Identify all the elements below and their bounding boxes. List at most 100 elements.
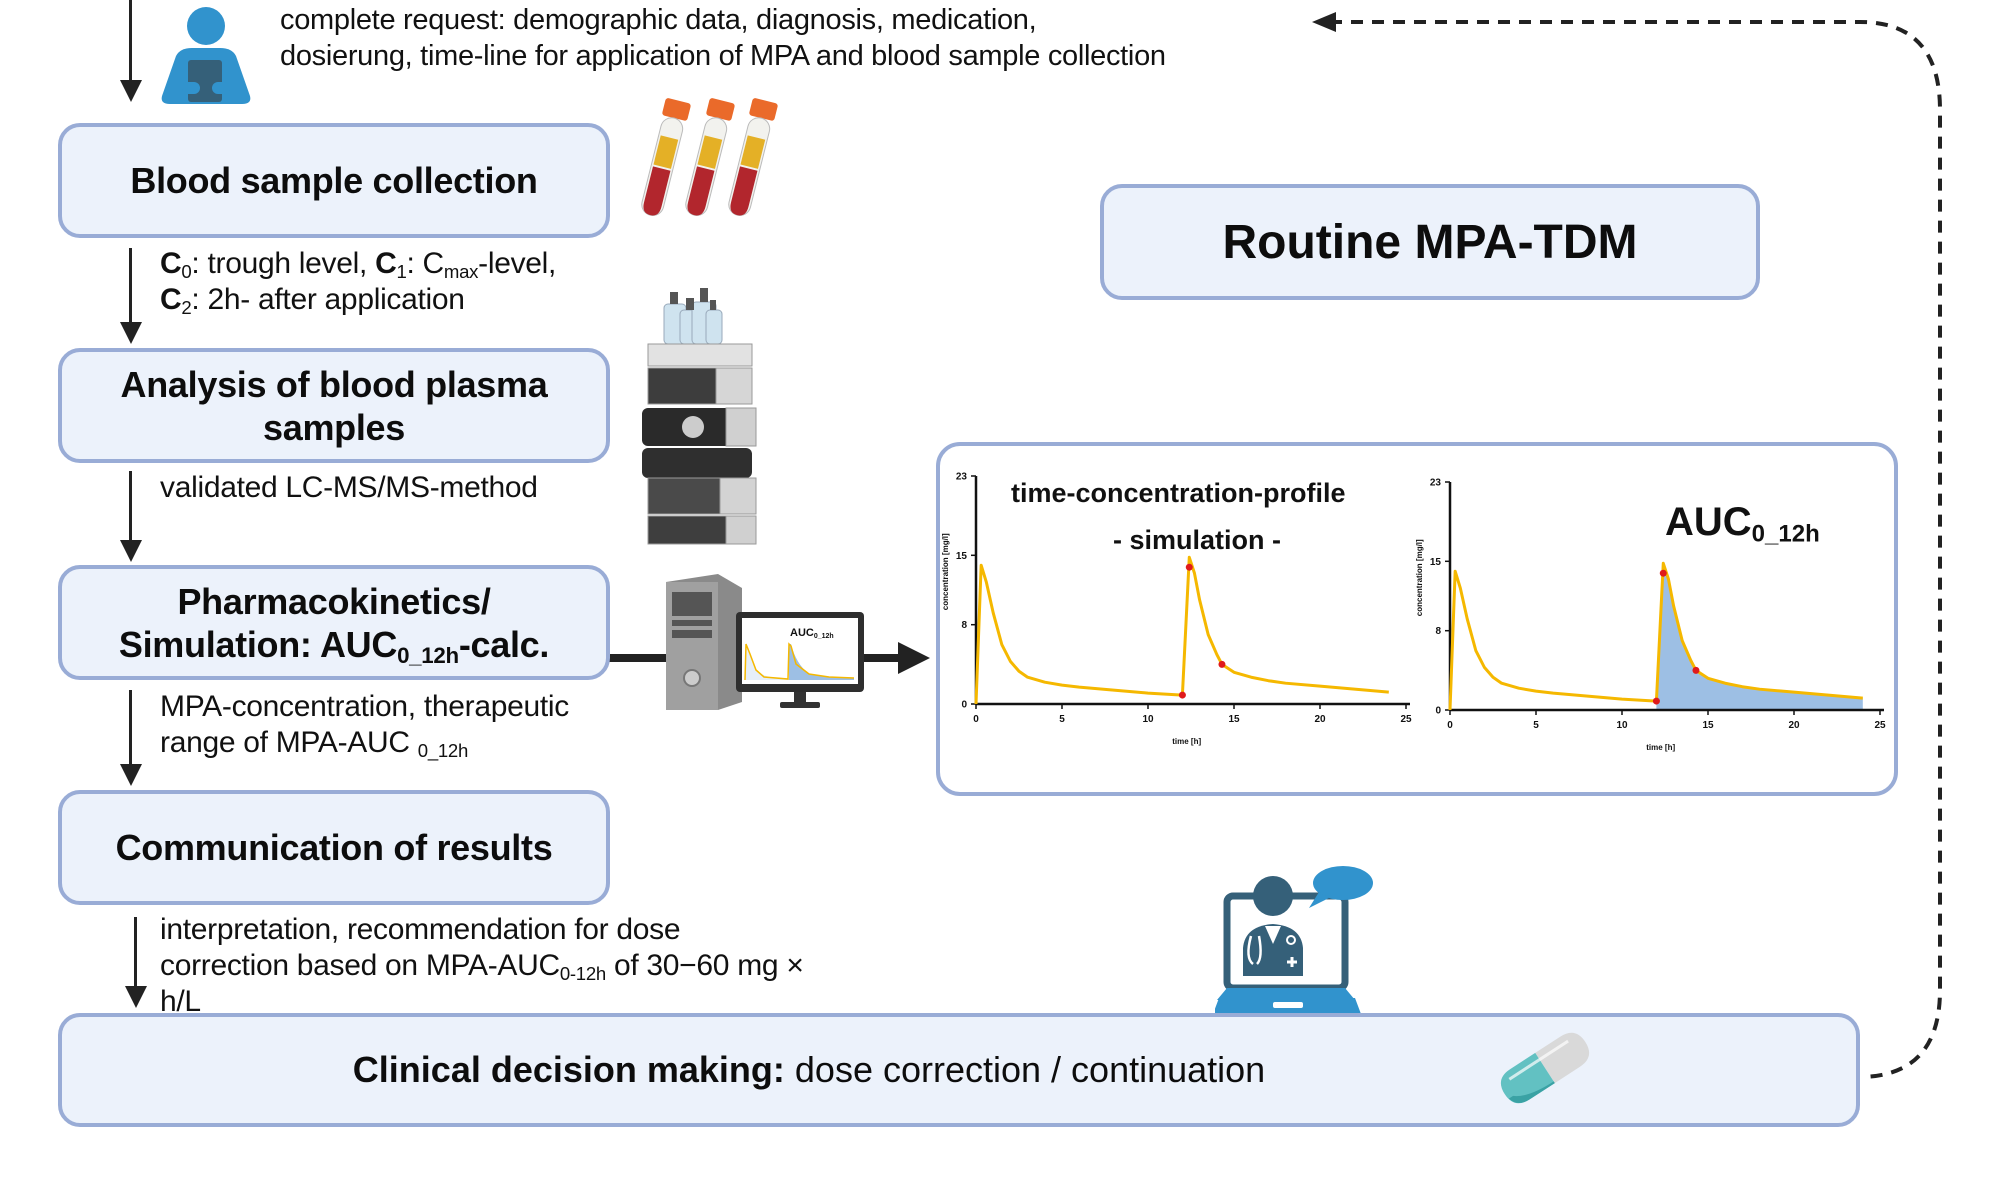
telemedicine-doctor-icon [1215, 866, 1373, 1014]
chart-1-sample-point-c1 [1185, 563, 1193, 571]
flow-arrow-5 [134, 917, 137, 987]
step-communication-of-results: Communication of results [58, 790, 610, 905]
c2-label: C [160, 283, 182, 316]
chart-1-title: time-concentration-profile [1011, 478, 1346, 508]
feedback-arrowhead-icon [1312, 12, 1336, 32]
chart-2-y-tick-label: 23 [1430, 478, 1442, 489]
chart-2-x-axis-label: time [h] [1646, 743, 1675, 752]
step-label: Analysis of blood plasma samples [121, 363, 548, 449]
flow-arrow-3 [129, 471, 132, 541]
sampling-note-line-2: C2: 2h- after application [160, 282, 556, 318]
person-with-tablet-icon [161, 7, 251, 104]
chart-2-x-tick-label: 0 [1447, 720, 1453, 731]
chart-1-x-tick-label: 5 [1059, 714, 1065, 725]
chart-2-x-tick-label: 5 [1533, 720, 1539, 731]
chart-2-y-axis-label: concentration [mg/l] [1415, 539, 1424, 616]
chart-1-sample-point-c2 [1218, 660, 1226, 668]
communication-note-subscript: 0-12h [559, 963, 606, 985]
chart-1-sample-point-c0 [1178, 691, 1186, 699]
flow-arrowhead-3-icon [120, 540, 142, 562]
chart-1-x-tick-label: 0 [973, 714, 979, 725]
medication-capsule-icon [1500, 1032, 1590, 1104]
flow-arrowhead-4-icon [120, 764, 142, 786]
communication-note-line-1: interpretation, recommendation for dose [160, 913, 681, 946]
chart-2-auc-area [1656, 563, 1863, 710]
flow-arrowhead-2-icon [120, 322, 142, 344]
chart-1-y-tick-label: 15 [956, 551, 968, 562]
computer-workstation-icon: AUC0_12h [666, 574, 864, 710]
c1-label: C [375, 247, 397, 280]
communication-note-line-2-text: correction based on MPA-AUC [160, 949, 560, 982]
communication-note: interpretation, recommendation for dose … [160, 912, 804, 1020]
flow-arrow-1 [129, 0, 132, 80]
chart-1-y-tick-label: 8 [961, 620, 967, 631]
chart-2-sample-point-c1 [1659, 569, 1667, 577]
pk-note-line-1: MPA-concentration, therapeutic [160, 690, 569, 723]
step-label-line-1: Pharmacokinetics/ [177, 580, 491, 622]
chart-1-y-tick-label: 23 [956, 472, 968, 483]
communication-note-line-2: correction based on MPA-AUC0-12h of 30−6… [160, 948, 804, 984]
chart-2-title: AUC0_12h [1665, 500, 1820, 546]
c2-text: : 2h- after application [191, 283, 465, 316]
flow-arrowhead-1-icon [120, 80, 142, 102]
chart-2-y-tick-label: 0 [1435, 706, 1441, 717]
chart-panel [936, 442, 1898, 796]
lc-ms-instrument-icon [642, 288, 757, 545]
chart-2-title-main: AUC [1665, 500, 1752, 544]
flow-arrowhead-5-icon [125, 986, 147, 1008]
chart-2-x-tick-label: 15 [1702, 720, 1714, 731]
sampling-note-line-1: C0: trough level, C1: Cmax-level, [160, 246, 556, 282]
charts-svg: 0 5 10 15 20 25 0 8 15 23 time [h] concentration [m… [941, 472, 1886, 753]
analysis-note: validated LC-MS/MS-method [160, 471, 538, 504]
chart-2-sample-point-c0 [1652, 697, 1660, 705]
chart-2-x-tick-label: 20 [1788, 720, 1800, 731]
clinical-decision-label: Clinical decision making: dose correctio… [353, 1049, 1265, 1091]
chart-1-series-line [974, 555, 1389, 705]
chart-1-x-tick-label: 10 [1142, 714, 1154, 725]
chart-1-x-tick-label: 25 [1400, 714, 1412, 725]
step-label: Pharmacokinetics/ Simulation: AUC0_12h-c… [118, 580, 550, 668]
chart-1-y-axis-label: concentration [mg/l] [941, 533, 950, 610]
request-text: complete request: demographic data, diag… [280, 2, 1166, 74]
sampling-note: C0: trough level, C1: Cmax-level, C2: 2h… [160, 246, 556, 318]
step-label-line-2: Simulation: AUC [118, 623, 398, 665]
chart-1-subtitle: - simulation - [1113, 525, 1281, 555]
cmax-text: -level, [478, 247, 557, 280]
c0-sub: 0 [181, 261, 192, 283]
tube-2 [685, 98, 735, 216]
step-pharmacokinetics-simulation: Pharmacokinetics/ Simulation: AUC0_12h-c… [58, 565, 610, 680]
request-text-line-2: dosierung, time-line for application of … [280, 40, 1166, 72]
pk-note-line-2: range of MPA-AUC 0_12h [160, 725, 569, 761]
request-text-line-1: complete request: demographic data, diag… [280, 4, 1037, 36]
title-label: Routine MPA-TDM [1222, 215, 1638, 269]
step-label-suffix: -calc. [458, 623, 550, 665]
step-blood-sample-collection: Blood sample collection [58, 123, 610, 238]
c0-text: : trough level, [191, 247, 376, 280]
chart-1-y-tick-label: 0 [961, 700, 967, 711]
clinical-decision-bold: Clinical decision making: [352, 1049, 785, 1090]
chart-2-series-line [1448, 561, 1863, 711]
c1-sub: 1 [396, 261, 407, 283]
c0-label: C [160, 247, 182, 280]
auc-subscript: 0_12h [397, 642, 459, 668]
flow-arrow-2 [129, 248, 132, 324]
flow-arrow-4 [129, 690, 132, 765]
chart-1-x-axis-label: time [h] [1172, 737, 1201, 746]
pk-note-line-2-text: range of MPA-AUC [160, 726, 418, 759]
solvent-bottles [663, 301, 723, 345]
step-label-line-1: Analysis of blood plasma [120, 363, 548, 405]
communication-note-line-2-suffix: of 30−60 mg × [605, 949, 804, 982]
chart-2-y-tick-label: 8 [1435, 626, 1441, 637]
chart-2-sample-point-c2 [1692, 666, 1700, 674]
c2-sub: 2 [181, 297, 192, 319]
chart-2-y-tick-label: 15 [1430, 557, 1442, 568]
pk-to-chart-arrowhead-icon [898, 642, 930, 674]
chart-2-x-tick-label: 25 [1874, 720, 1886, 731]
communication-note-line-3: h/L [160, 985, 201, 1018]
tube-3 [728, 98, 778, 216]
step-label: Communication of results [115, 827, 553, 868]
tube-1 [641, 98, 691, 216]
step-label: Blood sample collection [130, 160, 538, 201]
pk-note: MPA-concentration, therapeutic range of … [160, 689, 569, 761]
step-label-line-2: samples [263, 406, 405, 448]
